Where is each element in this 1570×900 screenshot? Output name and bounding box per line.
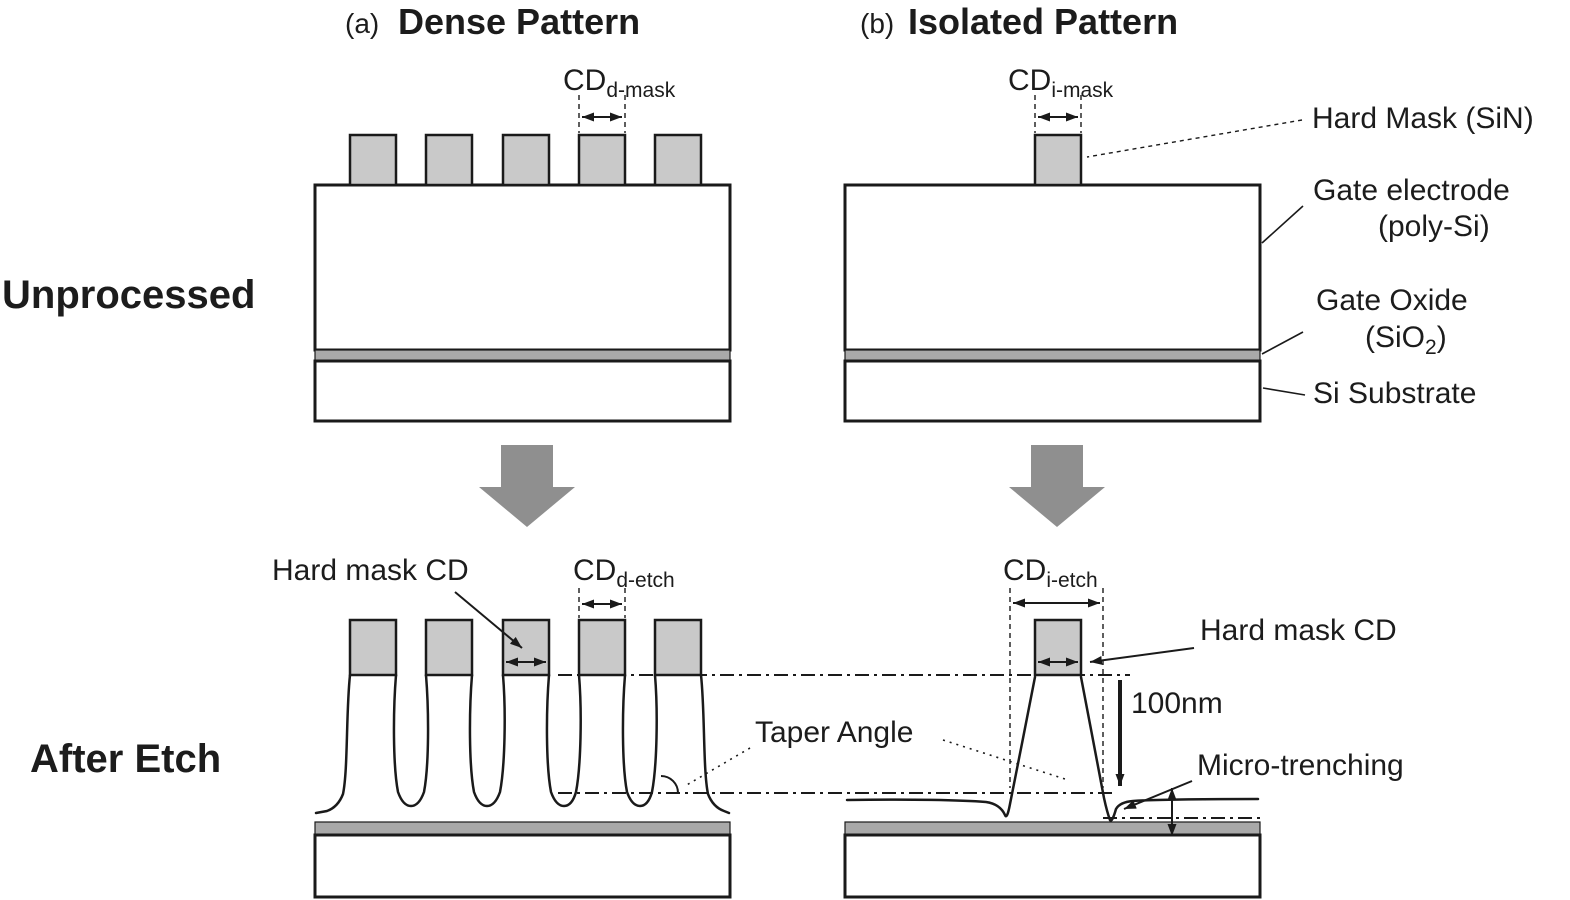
etch-depth-measurement: 100nm	[1115, 680, 1223, 786]
hard-mask-leader	[1086, 119, 1303, 158]
layer-legend: Hard Mask (SiN) Gate electrode (poly-Si)…	[1086, 102, 1534, 410]
isolated-unprocessed-stack	[843, 133, 1262, 423]
dense-etched-substrate	[313, 833, 732, 899]
cd-d-etch-prefix: CD	[573, 554, 616, 587]
cd-d-mask-subscript: d-mask	[606, 79, 675, 102]
dense-etched-mask-1	[348, 618, 398, 677]
isolated-etched-mask	[1033, 618, 1083, 677]
gate-oxide-formula-post: )	[1437, 321, 1447, 354]
substrate-label: Si Substrate	[1313, 377, 1476, 410]
gate-oxide-formula-subscript: 2	[1425, 336, 1437, 359]
taper-angle-leader-isolated	[942, 739, 1069, 781]
dense-etch-trench-1	[392, 673, 430, 808]
cd-d-mask-prefix: CD	[563, 64, 606, 97]
taper-angle-annotation: Taper Angle	[660, 716, 1069, 794]
gate-electrode-leader	[1261, 205, 1304, 244]
dense-mask-5	[653, 133, 703, 187]
cd-i-etch-subscript: i-etch	[1046, 569, 1097, 592]
cd-i-mask-measurement: CDi-mask	[1008, 64, 1114, 133]
cd-d-etch-measurement: CDd-etch	[573, 554, 675, 618]
gate-oxide-leader	[1261, 331, 1304, 355]
cd-i-mask-prefix: CD	[1008, 64, 1051, 97]
dense-mask-2	[424, 133, 474, 187]
hard-mask-cd-dense-label: Hard mask CD	[272, 554, 469, 587]
cd-d-mask-label: CDd-mask	[563, 64, 676, 102]
taper-angle-label: Taper Angle	[755, 716, 913, 749]
isolated-etched-substrate	[843, 833, 1262, 899]
gate-oxide-label: Gate Oxide	[1316, 284, 1468, 317]
panel-b-prefix: (b)	[860, 8, 894, 39]
isolated-substrate	[843, 359, 1262, 423]
dense-after-etch-stack	[313, 618, 732, 899]
hard-mask-cd-isolated-pointer	[1089, 647, 1195, 665]
isolated-gate-electrode	[843, 183, 1262, 352]
dense-etch-trench-4	[621, 673, 658, 808]
substrate-leader	[1262, 387, 1306, 396]
process-arrow-isolated-icon	[1009, 445, 1105, 527]
isolated-mask	[1033, 133, 1083, 187]
isolated-etched-gate-oxide	[844, 821, 1261, 836]
dense-mask-4	[577, 133, 627, 187]
cd-i-etch-label: CDi-etch	[1003, 554, 1098, 592]
dense-etched-mask-4	[577, 618, 627, 677]
panel-a-title: Dense Pattern	[398, 1, 640, 42]
panel-b-title: Isolated Pattern	[908, 1, 1178, 42]
dense-etched-gate-oxide	[314, 821, 731, 836]
panel-a-prefix: (a)	[345, 8, 379, 39]
cd-d-etch-label: CDd-etch	[573, 554, 675, 592]
dense-mask-3	[501, 133, 551, 187]
cd-i-mask-label: CDi-mask	[1008, 64, 1114, 102]
gate-oxide-formula-pre: (SiO	[1365, 321, 1425, 354]
dense-gate-oxide	[314, 349, 731, 362]
dense-gate-electrode	[313, 183, 732, 352]
isolated-gate-oxide	[844, 349, 1261, 362]
hard-mask-label: Hard Mask (SiN)	[1312, 102, 1534, 135]
isolated-after-etch-stack	[843, 618, 1262, 899]
micro-trenching-annotation: Micro-trenching	[1123, 749, 1404, 836]
cd-i-etch-measurement: CDi-etch	[1003, 554, 1104, 788]
cd-i-mask-subscript: i-mask	[1051, 79, 1113, 102]
isolated-etch-profile-right	[1079, 675, 1260, 822]
gate-oxide-formula-label: (SiO2)	[1365, 321, 1447, 359]
taper-angle-arc	[660, 775, 679, 794]
hard-mask-cd-isolated-label: Hard mask CD	[1200, 614, 1397, 647]
dense-unprocessed-stack	[313, 133, 732, 423]
dense-etch-profile-right-edge	[699, 673, 731, 815]
taper-angle-leader-dense	[684, 747, 751, 787]
hard-mask-cd-dense-pointer	[454, 591, 523, 649]
micro-trenching-pointer	[1123, 780, 1193, 810]
process-arrow-dense-icon	[479, 445, 575, 527]
row-label-after-etch: After Etch	[30, 737, 221, 781]
row-label-unprocessed: Unprocessed	[2, 273, 255, 317]
cd-i-etch-prefix: CD	[1003, 554, 1046, 587]
gate-electrode-material-label: (poly-Si)	[1378, 210, 1490, 243]
dense-mask-1	[348, 133, 398, 187]
dense-substrate	[313, 359, 732, 423]
dense-etched-mask-2	[424, 618, 474, 677]
hard-mask-cd-dense-annotation: Hard mask CD	[272, 554, 546, 667]
dense-etch-trench-2	[468, 673, 506, 808]
micro-trenching-label: Micro-trenching	[1197, 749, 1404, 782]
cd-d-etch-subscript: d-etch	[616, 569, 674, 592]
gate-electrode-label: Gate electrode	[1313, 174, 1510, 207]
dense-etched-mask-3	[501, 618, 551, 677]
dense-etch-trench-3	[545, 673, 582, 808]
cd-d-mask-measurement: CDd-mask	[563, 64, 676, 133]
hard-mask-cd-isolated-annotation: Hard mask CD	[1038, 614, 1397, 667]
dense-etched-mask-5	[653, 618, 703, 677]
etch-depth-label: 100nm	[1131, 687, 1223, 720]
isolated-etch-profile-left	[845, 675, 1037, 818]
dense-etch-profile-left-edge	[314, 673, 352, 815]
